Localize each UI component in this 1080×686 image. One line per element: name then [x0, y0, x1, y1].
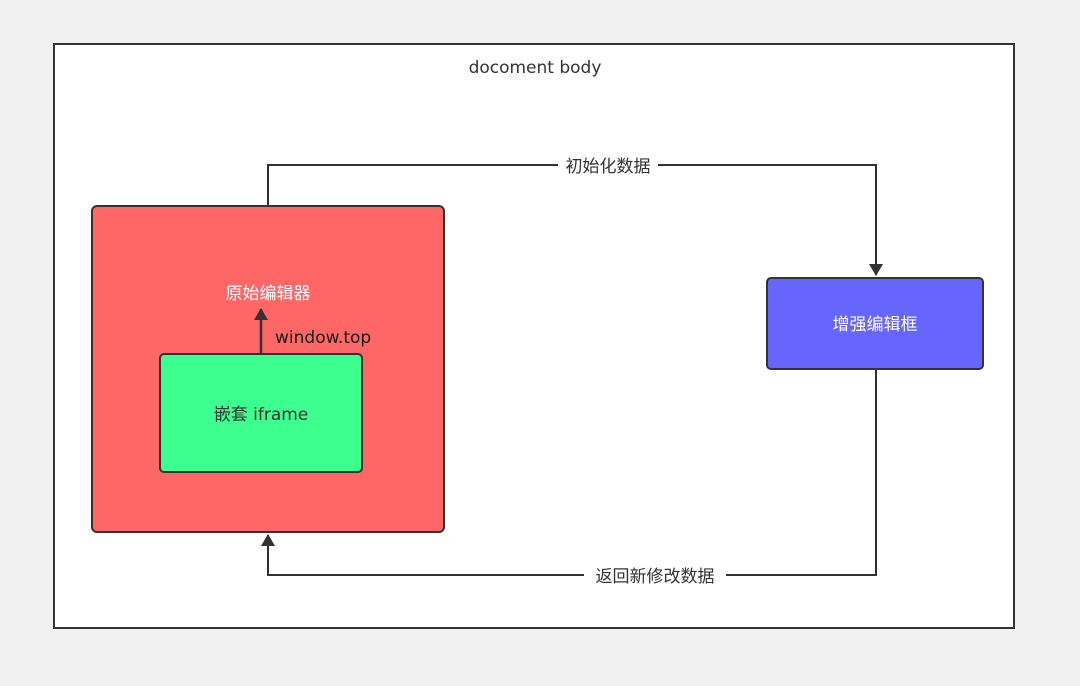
return-data-label-bg	[584, 564, 726, 586]
window-top-label: window.top	[275, 328, 371, 348]
document-body-label: docoment body	[469, 58, 602, 78]
return-data-connector	[261, 369, 877, 576]
enhanced-editor-label: 增强编辑框	[833, 315, 918, 335]
original-editor-label: 原始编辑器	[226, 284, 311, 304]
init-data-label-bg	[558, 154, 658, 176]
nested-iframe-box	[159, 353, 363, 473]
return-data-label: 返回新修改数据	[596, 567, 715, 587]
init-data-label: 初始化数据	[566, 157, 651, 177]
nested-iframe-label: 嵌套 iframe	[214, 405, 309, 425]
